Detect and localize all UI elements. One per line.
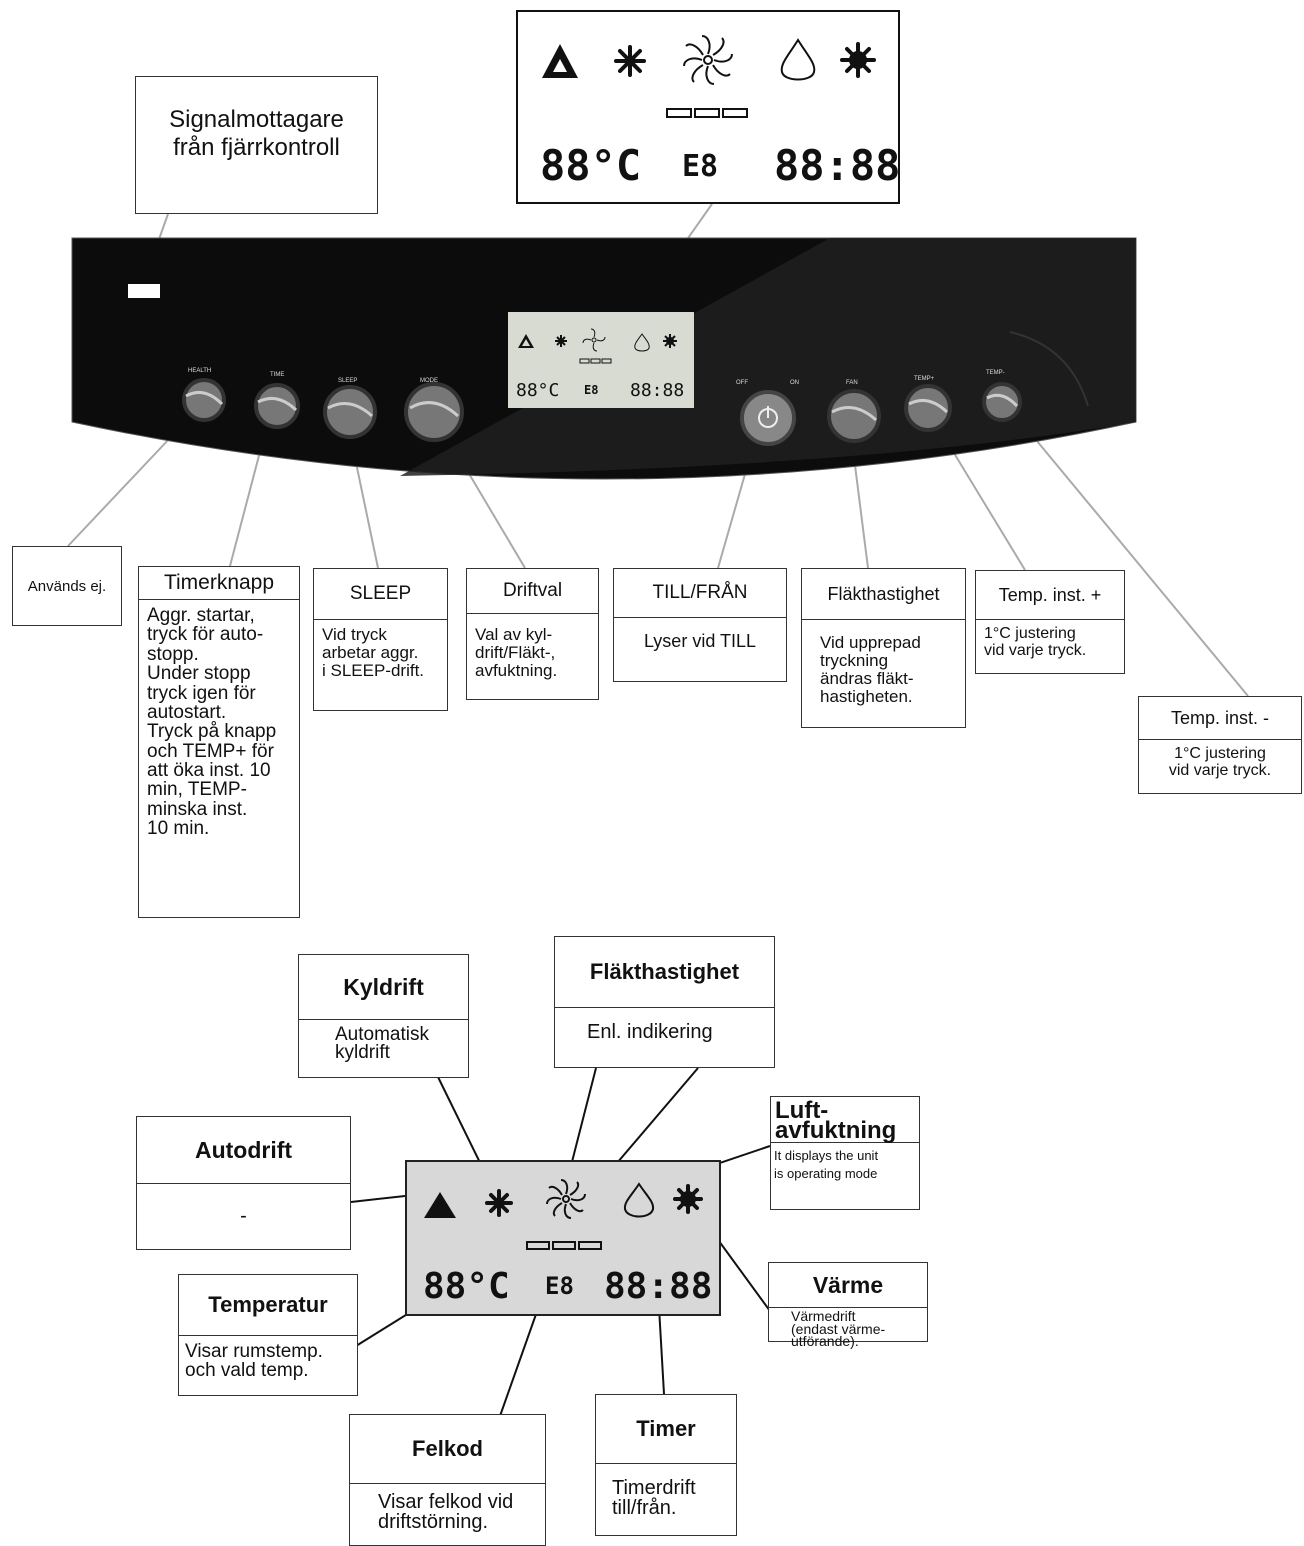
svg-text:E8: E8	[584, 383, 598, 397]
temp-plus-callout: Temp. inst. + 1°C justering vid varje tr…	[975, 570, 1125, 674]
temp-minus-button[interactable]	[982, 382, 1022, 422]
fan-speed-callout: Fläkthastighet Vid upprepad tryckning än…	[801, 568, 966, 728]
label-mode: MODE	[420, 378, 438, 384]
svg-text:88:88: 88:88	[630, 380, 684, 401]
luftavfuktning-callout: Luft- avfuktning It displays the unit is…	[770, 1096, 920, 1210]
label-temp-plus: TEMP+	[914, 376, 935, 382]
power-button[interactable]	[740, 390, 796, 446]
time-button[interactable]	[254, 383, 300, 429]
snowflake-icon	[485, 1189, 513, 1217]
label-time: TIME	[270, 372, 284, 378]
health-callout: Används ej.	[12, 546, 122, 626]
control-panel: 88°C E8 88:88 HEALTH TIME SLEEP MODE OFF…	[70, 236, 1142, 484]
auto-triangle-icon	[424, 1192, 456, 1218]
lcd-clock: 88:88	[604, 1266, 712, 1307]
autodrift-callout: Autodrift -	[136, 1116, 351, 1250]
lcd-closeup: 88°C E8 88:88	[516, 10, 900, 204]
droplet-icon	[623, 1182, 655, 1218]
health-button[interactable]	[182, 378, 226, 422]
timer-button-callout: Timerknapp Aggr. startar, tryck för auto…	[138, 566, 300, 918]
label-health: HEALTH	[188, 368, 211, 374]
sleep-callout: SLEEP Vid tryck arbetar aggr. i SLEEP-dr…	[313, 568, 448, 711]
snowflake-icon	[614, 45, 646, 77]
mode-callout: Driftval Val av kyl- drift/Fläkt-, avfuk…	[466, 568, 599, 700]
lcd-temp: 88°C	[423, 1266, 510, 1307]
lcd-diagram: 88°C E8 88:88	[405, 1160, 721, 1316]
lcd-clock: 88:88	[774, 141, 898, 190]
temp-minus-callout: Temp. inst. - 1°C justering vid varje tr…	[1138, 696, 1302, 794]
kyldrift-callout: Kyldrift Automatisk kyldrift	[298, 954, 469, 1078]
temperatur-callout: Temperatur Visar rumstemp. och vald temp…	[178, 1274, 358, 1396]
fan-icon	[683, 35, 733, 85]
power-callout: TILL/FRÅN Lyser vid TILL	[613, 568, 787, 682]
fan-icon	[546, 1179, 586, 1219]
flakthastighet-callout: Fläkthastighet Enl. indikering	[554, 936, 775, 1068]
label-on: ON	[790, 380, 799, 386]
lcd-code: E8	[682, 149, 718, 184]
panel-lcd: 88°C E8 88:88	[508, 312, 694, 408]
sun-icon	[673, 1184, 703, 1214]
label-off: OFF	[736, 380, 748, 386]
timer-callout: Timer Timerdrift till/från.	[595, 1394, 737, 1536]
signal-receiver-text: Signalmottagare från fjärrkontroll	[169, 106, 344, 161]
sleep-button[interactable]	[323, 385, 377, 439]
label-sleep: SLEEP	[338, 378, 357, 384]
lcd-temp: 88°C	[540, 141, 641, 190]
label-temp-minus: TEMP-	[986, 370, 1005, 376]
mode-button[interactable]	[404, 382, 464, 442]
felkod-callout: Felkod Visar felkod vid driftstörning.	[349, 1414, 546, 1546]
fan-speed-bars	[526, 1241, 602, 1250]
signal-receiver-callout: Signalmottagare från fjärrkontroll	[135, 76, 378, 214]
fan-button[interactable]	[827, 389, 881, 443]
auto-triangle-icon	[542, 44, 578, 78]
signal-receiver-window	[128, 284, 160, 298]
label-fan: FAN	[846, 380, 858, 386]
varme-callout: Värme Värmedrift (endast värme- utförand…	[768, 1262, 928, 1348]
fan-speed-bars	[666, 108, 748, 118]
sun-icon	[840, 42, 876, 78]
temp-plus-button[interactable]	[904, 384, 952, 432]
svg-text:88°C: 88°C	[516, 380, 559, 401]
lcd-code: E8	[545, 1272, 574, 1300]
droplet-icon	[780, 38, 816, 81]
